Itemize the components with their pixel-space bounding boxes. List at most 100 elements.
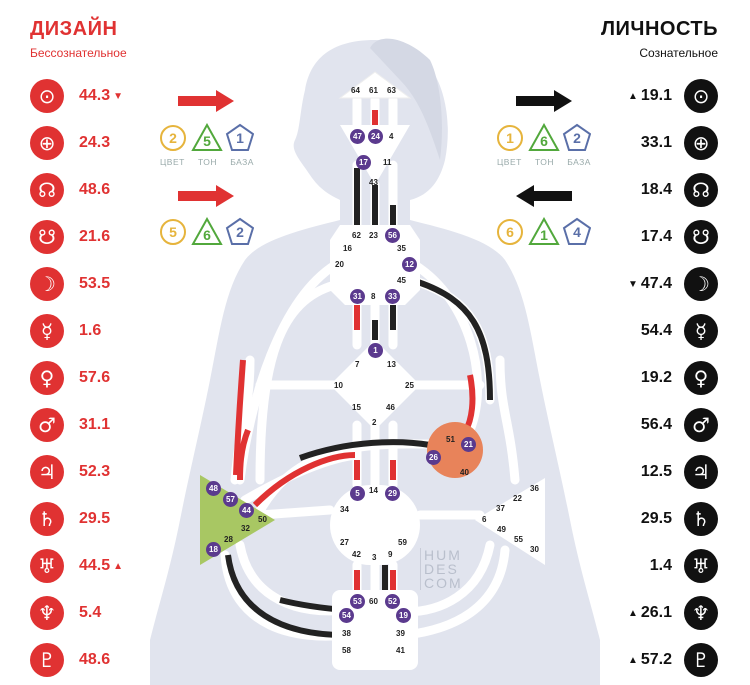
neptune-icon: ♆ [30, 596, 64, 630]
gate-58: 58 [342, 646, 351, 655]
gate-61: 61 [369, 86, 378, 95]
gate-49: 49 [497, 525, 506, 534]
gate-28: 28 [224, 535, 233, 544]
sacral-center [330, 485, 420, 565]
personality-planet-value: 33.1 [640, 134, 672, 151]
design-planet-row: ♅ 44.5▲ [30, 548, 126, 584]
gate-13: 13 [387, 360, 396, 369]
personality-planet-mark: ▲ [627, 90, 638, 102]
gate-57: 57 [223, 492, 238, 507]
personality-planet-row: ▲19.1⊙ [625, 78, 718, 114]
gate-48: 48 [206, 481, 221, 496]
color-circle [160, 219, 186, 245]
base-pentagon-value: 2 [573, 130, 581, 146]
tone-triangle-value: 6 [203, 227, 211, 243]
personality-planet-row: 19.2♀ [635, 360, 718, 396]
gate-34: 34 [340, 505, 349, 514]
base-pentagon [225, 217, 255, 245]
venus-icon: ♀ [684, 361, 718, 395]
gate-19: 19 [396, 608, 411, 623]
tone-triangle [528, 122, 560, 151]
gate-47: 47 [350, 129, 365, 144]
design-planet-mark: ▲ [113, 560, 124, 572]
personality-planet-row: 17.4☋ [635, 219, 718, 255]
design-planet-value: 52.3 [79, 463, 111, 480]
personality-planet-row: 54.4☿ [635, 313, 718, 349]
jupiter-icon: ♃ [684, 455, 718, 489]
defined-channels [225, 110, 493, 638]
gate-38: 38 [342, 629, 351, 638]
gate-7: 7 [355, 360, 360, 369]
personality-planet-row: 12.5 ♃ [635, 454, 718, 490]
gate-51: 51 [446, 435, 455, 444]
base-pentagon [562, 217, 592, 245]
personality-planet-value: 12.5 [640, 463, 672, 480]
sun-icon: ⊙ [30, 79, 64, 113]
design-planet-row: ☿1.6 [30, 313, 107, 349]
sun-icon: ⊙ [684, 79, 718, 113]
design-planet-row: ♀57.6 [30, 360, 116, 396]
personality-planet-value: 54.4 [640, 322, 672, 339]
gate-63: 63 [387, 86, 396, 95]
design-planet-value: 48.6 [79, 651, 111, 668]
design-arrow-bottom [178, 185, 234, 207]
personality-planet-value: 18.4 [640, 181, 672, 198]
color-circle [497, 219, 523, 245]
gate-22: 22 [513, 494, 522, 503]
gate-50: 50 [258, 515, 267, 524]
design-planet-value: 48.6 [79, 181, 111, 198]
personality-planet-value: 1.4 [649, 557, 672, 574]
design-planet-row: ⊕24.3 [30, 125, 116, 161]
gate-46: 46 [386, 403, 395, 412]
gate-45: 45 [397, 276, 406, 285]
gate-53: 53 [350, 594, 365, 609]
gate-44: 44 [239, 503, 254, 518]
gate-56: 56 [385, 228, 400, 243]
gate-20: 20 [335, 260, 344, 269]
design-planet-row: ♂31.1 [30, 407, 116, 443]
north-node-icon: ☊ [684, 173, 718, 207]
personality-planet-value: 17.4 [640, 228, 672, 245]
gate-11: 11 [383, 158, 392, 167]
design-planet-row: ♇48.6 [30, 642, 116, 678]
gate-29: 29 [385, 486, 400, 501]
gate-25: 25 [405, 381, 414, 390]
personality-arrow-bottom [516, 185, 572, 207]
g-center [330, 340, 420, 430]
gate-6: 6 [482, 515, 487, 524]
personality-planet-row: ▲57.2♇ [625, 642, 718, 678]
gate-62: 62 [352, 231, 361, 240]
gate-39: 39 [396, 629, 405, 638]
design-planet-value: 53.5 [79, 275, 111, 292]
uranus-icon: ♅ [30, 549, 64, 583]
tone-triangle [191, 216, 223, 245]
design-planet-value: 44.5 [79, 557, 111, 574]
gate-64: 64 [351, 86, 360, 95]
personality-planet-row: 33.1 ⊕ [635, 125, 718, 161]
gate-59: 59 [398, 538, 407, 547]
earth-icon: ⊕ [684, 126, 718, 160]
gate-60: 60 [369, 597, 378, 606]
design-planet-value: 21.6 [79, 228, 111, 245]
gate-9: 9 [388, 550, 393, 559]
gate-43: 43 [369, 178, 378, 187]
base-pentagon-value: 4 [573, 224, 581, 240]
personality-planet-value: 26.1 [640, 604, 672, 621]
personality-planet-mark: ▲ [627, 607, 638, 619]
gate-4: 4 [389, 132, 394, 141]
design-subtitle: Бессознательное [30, 46, 127, 60]
moon-icon: ☽ [30, 267, 64, 301]
gate-18: 18 [206, 542, 221, 557]
design-planet-row: ☋21.6 [30, 219, 116, 255]
gate-27: 27 [340, 538, 349, 547]
gate-40: 40 [460, 468, 469, 477]
